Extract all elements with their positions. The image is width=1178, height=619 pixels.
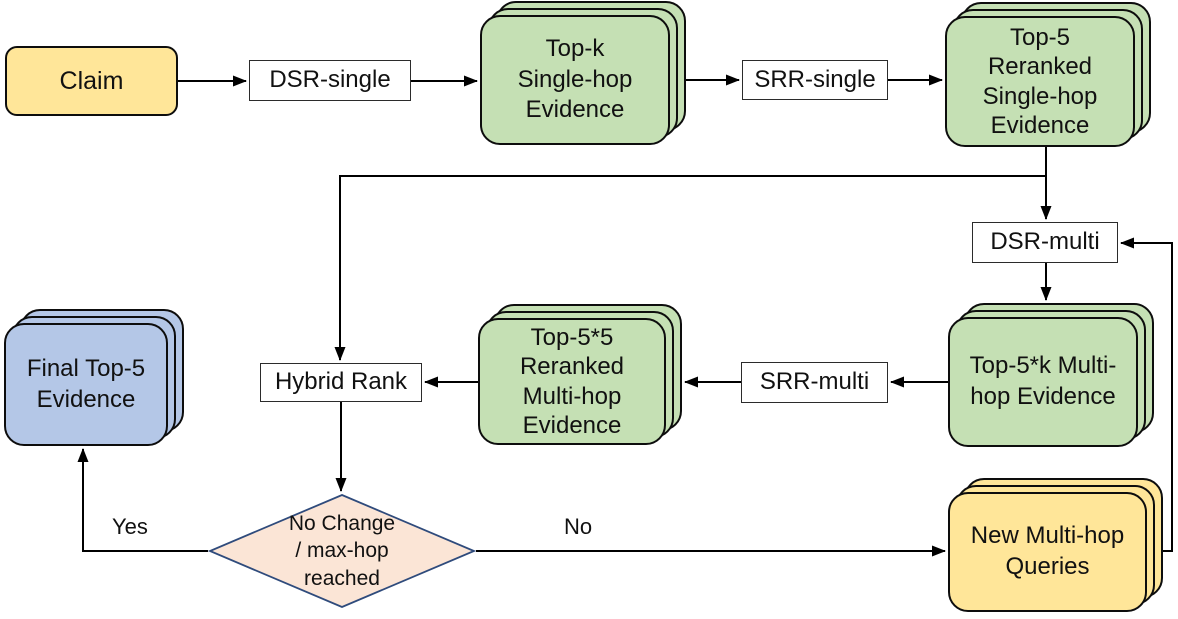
- topk-single-hop-evidence-node: Top-k Single-hop Evidence: [480, 1, 686, 145]
- srr-single-node: SRR-single: [742, 60, 888, 100]
- new-multi-hop-queries-label: New Multi-hop Queries: [970, 522, 1125, 580]
- dsr-single-label: DSR-single: [269, 66, 391, 94]
- dsr-multi-label: DSR-multi: [990, 228, 1100, 256]
- diamond-shape: [207, 494, 477, 608]
- srr-multi-label: SRR-multi: [759, 368, 870, 396]
- claim-label: Claim: [59, 67, 124, 95]
- top5-reranked-single-hop-evidence-node: Top-5 Reranked Single-hop Evidence: [945, 2, 1151, 147]
- claim-node: Claim: [5, 46, 178, 116]
- stack-front-layer: Top-5*k Multi- hop Evidence: [948, 317, 1138, 447]
- no-edge-label: No: [564, 514, 593, 539]
- stack-front-layer: Top-5*5 Reranked Multi-hop Evidence: [478, 318, 666, 445]
- stack-front-layer: Top-k Single-hop Evidence: [480, 15, 670, 145]
- decision-label: No Change / max-hop reached: [288, 512, 396, 590]
- yes-edge-label: Yes: [112, 514, 148, 539]
- top55-reranked-multi-hop-evidence-label: Top-5*5 Reranked Multi-hop Evidence: [519, 323, 625, 439]
- srr-multi-node: SRR-multi: [741, 362, 888, 403]
- srr-single-label: SRR-single: [754, 65, 876, 93]
- stack-front-layer: New Multi-hop Queries: [948, 492, 1147, 612]
- top55-reranked-multi-hop-evidence-node: Top-5*5 Reranked Multi-hop Evidence: [478, 304, 682, 445]
- hybrid-rank-label: Hybrid Rank: [274, 368, 408, 396]
- new-multi-hop-queries-node: New Multi-hop Queries: [948, 478, 1163, 612]
- top5k-multi-hop-evidence-node: Top-5*k Multi- hop Evidence: [948, 303, 1154, 447]
- hybrid-rank-node: Hybrid Rank: [260, 363, 422, 402]
- decision-diamond-node: No Change / max-hop reached: [207, 494, 477, 608]
- dsr-multi-node: DSR-multi: [972, 222, 1118, 263]
- topk-single-hop-evidence-label: Top-k Single-hop Evidence: [517, 34, 633, 124]
- edge-top5-reranked-to-hybrid-rank: [334, 175, 1046, 361]
- final-top5-evidence-label: Final Top-5 Evidence: [26, 354, 146, 413]
- stack-front-layer: Top-5 Reranked Single-hop Evidence: [945, 16, 1135, 147]
- stack-front-layer: Final Top-5 Evidence: [4, 323, 168, 446]
- dsr-single-node: DSR-single: [249, 60, 411, 101]
- top5k-multi-hop-evidence-label: Top-5*k Multi- hop Evidence: [969, 352, 1117, 410]
- top5-reranked-single-hop-evidence-label: Top-5 Reranked Single-hop Evidence: [982, 23, 1098, 139]
- final-top5-evidence-node: Final Top-5 Evidence: [4, 309, 184, 446]
